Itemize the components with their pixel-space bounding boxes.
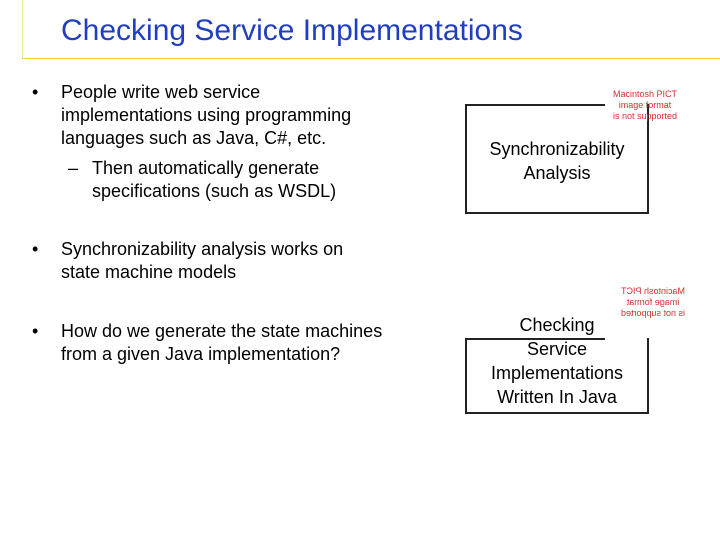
bullet-2-line-2: state machine models — [61, 262, 237, 282]
pict-1-line-2: image format — [618, 100, 672, 110]
bullet-3-line-1: How do we generate the state machines — [61, 321, 383, 341]
sub-bullet-1-line-2: specifications (such as WSDL) — [92, 181, 337, 201]
synchronizability-analysis-box: Synchronizability Analysis — [465, 104, 649, 214]
pict-placeholder-1: Macintosh PICT image format is not suppo… — [608, 89, 682, 122]
pict-1-line-1: Macintosh PICT — [612, 89, 678, 99]
box-1-line-2: Analysis — [523, 163, 591, 183]
title-accent-line — [22, 0, 23, 59]
bullet-2-line-1: Synchronizability analysis works on — [61, 239, 344, 259]
pict-1-line-3: is not supported — [612, 111, 678, 121]
box-2-line-3: Implementations — [490, 363, 624, 383]
sub-bullet-dash: – — [68, 158, 79, 178]
bullet-dot: • — [32, 239, 39, 259]
checking-service-implementations-box — [465, 338, 649, 414]
bullet-dot: • — [32, 82, 39, 102]
pict-placeholder-2-mirrored: Macintosh PICT image format is not suppo… — [616, 286, 690, 319]
pict-2-line-2: image format — [626, 297, 680, 307]
box-1-top-border — [465, 104, 605, 106]
bullet-dot: • — [32, 321, 39, 341]
sub-bullet-1-line-1: Then automatically generate — [92, 158, 320, 178]
bullet-3-line-2: from a given Java implementation? — [61, 344, 341, 364]
box-2-line-2: Service — [526, 339, 588, 359]
box-1-line-1: Synchronizability — [489, 139, 625, 159]
pict-2-line-3: is not supported — [620, 308, 686, 318]
bullet-1-line-2: implementations using programming — [61, 105, 352, 125]
slide-title: Checking Service Implementations — [61, 14, 523, 47]
box-2-line-1: Checking — [519, 315, 595, 335]
bullet-1-line-1: People write web service — [61, 82, 261, 102]
box-2-top-border — [465, 338, 605, 340]
box-2-text: Checking Service Implementations Written… — [465, 313, 649, 409]
box-2-line-4: Written In Java — [497, 387, 617, 407]
title-divider — [22, 58, 720, 59]
box-1-text: Synchronizability Analysis — [467, 137, 647, 185]
pict-2-line-1: Macintosh PICT — [620, 286, 686, 296]
bullet-1-line-3: languages such as Java, C#, etc. — [61, 128, 327, 148]
